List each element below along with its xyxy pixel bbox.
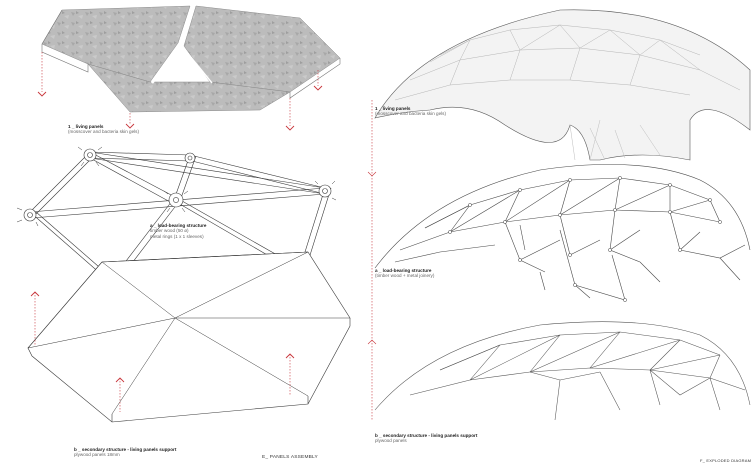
structure-subtitle-right: (timber wood + metal joinery) (375, 273, 435, 279)
structure-title: a _ load-bearing structure (150, 223, 207, 228)
structure-subtitle-1: timber wood (50 ø) (150, 228, 189, 234)
living-panels-subtitle-right: (mosscover and bacteria skin gels) (375, 111, 446, 117)
dome-living-panels (374, 9, 751, 161)
support-subtitle-right: plywood panels (375, 438, 407, 444)
structure-title-right: a _ load-bearing structure (375, 268, 432, 273)
assembly-guides-bottom (34, 292, 291, 412)
support-subtitle: plywood panels 18mm (74, 452, 120, 458)
panel-left-half (41, 5, 191, 83)
living-panels-label-left: 1 _ living panels (mosscover and bacteri… (68, 124, 139, 135)
support-label-right: b _ secondary structure - living panels … (375, 433, 477, 444)
dome-load-bearing (374, 164, 751, 301)
support-title-right: b _ secondary structure - living panels … (375, 433, 478, 438)
exploded-diagram-caption: F_ EXPLODED DIAGRAM (700, 458, 752, 463)
living-panels-subtitle: (mosscover and bacteria skin gels) (68, 129, 139, 135)
living-panels-label-right: 1 _ living panels (mosscover and bacteri… (375, 106, 446, 117)
living-panels-title-right: 1 _ living panels (375, 106, 411, 111)
structure-label-left: a _ load-bearing structure timber wood (… (150, 223, 206, 239)
structure-label-right: a _ load-bearing structure (timber wood … (375, 268, 434, 279)
assembly-guides-top (41, 52, 319, 126)
living-panels-title: 1 _ living panels (68, 124, 104, 129)
support-title: b _ secondary structure - living panels … (74, 447, 177, 452)
plywood-support-left (27, 251, 351, 423)
living-panels-left (41, 4, 341, 113)
exploded-axis-guide (367, 100, 377, 420)
panel-right-half (183, 5, 341, 93)
dome-secondary-structure (374, 321, 751, 421)
down-arrow-icon (37, 85, 323, 131)
panels-assembly-caption: E_ PANELS ASSEMBLY (262, 455, 318, 460)
dome-load-bearing-joints (448, 176, 722, 302)
up-arrow-icon (30, 291, 295, 383)
support-label-left: b _ secondary structure - living panels … (74, 447, 176, 458)
structure-subtitle-2: metal rings (1 x 1 sleeves) (150, 233, 204, 239)
